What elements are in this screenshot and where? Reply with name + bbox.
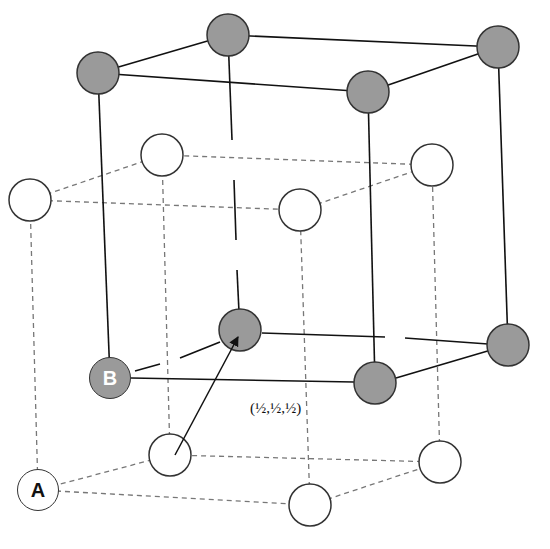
translation-vector bbox=[175, 337, 238, 455]
lattice-atom-a: A bbox=[17, 469, 59, 511]
lattice-atom-b: B bbox=[89, 357, 131, 399]
b-atoms bbox=[77, 14, 529, 404]
vector-label: (½,½,½) bbox=[248, 399, 303, 418]
b-cube-edges bbox=[98, 35, 508, 383]
a-atoms bbox=[9, 134, 461, 526]
atom-label: A bbox=[31, 480, 45, 500]
atom-label: B bbox=[103, 368, 117, 388]
a-cube-edges bbox=[30, 155, 440, 505]
